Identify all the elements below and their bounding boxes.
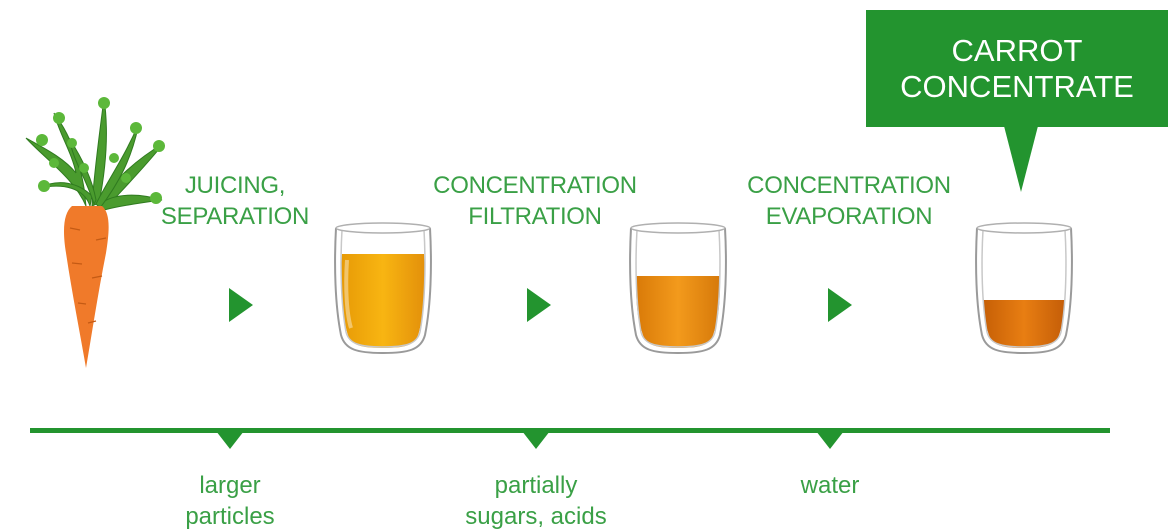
step-label-line1: CONCENTRATION xyxy=(433,172,637,199)
removed-line1: larger xyxy=(199,472,261,499)
step-label-line1: CONCENTRATION xyxy=(747,172,951,199)
removed-line2: sugars, acids xyxy=(465,503,607,530)
glass-juice xyxy=(333,220,433,355)
glass-filtered xyxy=(628,220,728,355)
removed-line2: particles xyxy=(185,503,275,530)
step-label-filtration: CONCENTRATION FILTRATION xyxy=(420,170,650,232)
play-arrow-icon xyxy=(527,288,551,322)
juice-fill xyxy=(983,300,1065,348)
down-triangle-icon xyxy=(216,431,244,449)
carrot-concentrate-callout: CARROT CONCENTRATE xyxy=(866,10,1168,127)
step-label-line2: SEPARATION xyxy=(160,203,310,230)
removed-line1: water xyxy=(800,472,860,499)
step-label-line2: FILTRATION xyxy=(468,203,602,230)
play-arrow-icon xyxy=(828,288,852,322)
callout-pointer xyxy=(1004,126,1038,192)
removed-label-sugars: partially sugars, acids xyxy=(436,470,636,532)
down-triangle-icon xyxy=(522,431,550,449)
removed-label-water: water xyxy=(730,470,930,501)
juice-fill xyxy=(636,276,720,348)
down-triangle-icon xyxy=(816,431,844,449)
juice-fill xyxy=(341,254,425,348)
step-label-line1: JUICING, xyxy=(184,172,286,199)
step-label-evaporation: CONCENTRATION EVAPORATION xyxy=(734,170,964,232)
play-arrow-icon xyxy=(229,288,253,322)
timeline-bar xyxy=(30,428,1110,433)
callout-line1: CARROT xyxy=(951,32,1083,68)
callout-line2: CONCENTRATE xyxy=(900,68,1134,104)
carrot-image xyxy=(14,78,174,378)
step-label-juicing: JUICING, SEPARATION xyxy=(135,170,335,232)
glass-concentrate xyxy=(974,220,1074,355)
removed-line1: partially xyxy=(494,472,578,499)
step-label-line2: EVAPORATION xyxy=(765,203,933,230)
removed-label-particles: larger particles xyxy=(130,470,330,532)
